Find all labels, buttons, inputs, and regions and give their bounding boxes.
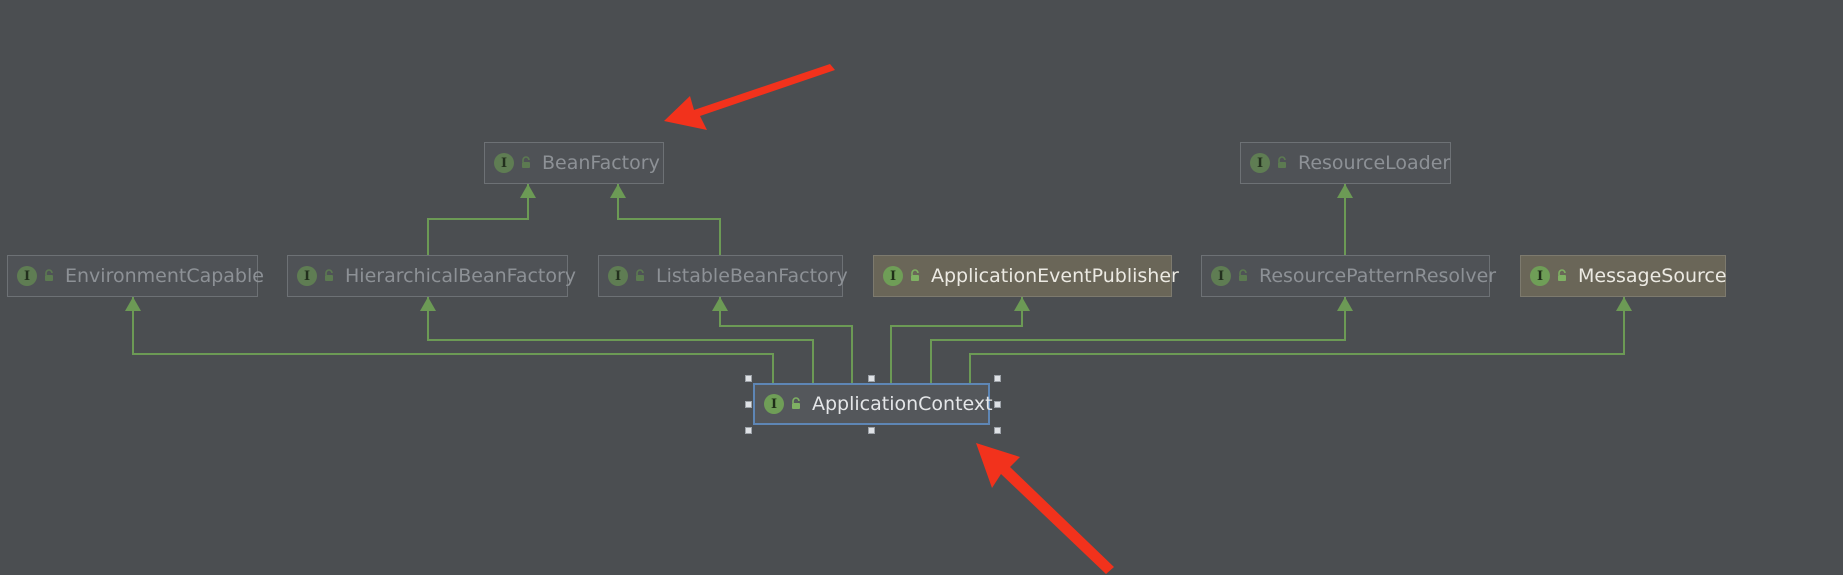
node-label: BeanFactory xyxy=(542,152,660,174)
node-messagesource[interactable]: I MessageSource xyxy=(1520,255,1727,297)
annotation-arrow-applicationcontext xyxy=(976,443,1114,574)
resize-handle-bottom[interactable] xyxy=(868,427,875,434)
node-environmentcapable[interactable]: I EnvironmentCapable xyxy=(7,255,264,297)
edge-applicationcontext-to-applicationeventpublisher xyxy=(890,297,1023,383)
lock-icon xyxy=(789,397,803,411)
lock-icon xyxy=(519,156,533,170)
node-label: HierarchicalBeanFactory xyxy=(345,265,577,287)
resize-handle-bottom-right[interactable] xyxy=(994,427,1001,434)
node-hierarchicalbeanfactory[interactable]: I HierarchicalBeanFactory xyxy=(287,255,576,297)
interface-icon: I xyxy=(17,266,37,286)
annotation-arrow-beanfactory xyxy=(664,64,835,130)
edge-listablebeanfactory-to-beanfactory xyxy=(617,184,721,255)
resize-handle-top[interactable] xyxy=(868,375,875,382)
edge-arrowhead xyxy=(712,297,728,311)
interface-icon: I xyxy=(883,266,903,286)
edge-arrowhead xyxy=(1337,297,1353,311)
node-label: ApplicationContext xyxy=(812,393,993,415)
edge-arrowhead xyxy=(1014,297,1030,311)
edge-arrowhead xyxy=(125,297,141,311)
interface-icon: I xyxy=(764,394,784,414)
node-label: ResourcePatternResolver xyxy=(1259,265,1497,287)
edge-applicationcontext-to-hierarchicalbeanfactory xyxy=(427,297,814,383)
lock-icon xyxy=(42,269,56,283)
node-listablebeanfactory[interactable]: I ListableBeanFactory xyxy=(598,255,848,297)
node-label: ResourceLoader xyxy=(1298,152,1451,174)
node-applicationcontext[interactable]: I ApplicationContext xyxy=(753,383,993,425)
edge-hierarchicalbeanfactory-to-beanfactory xyxy=(427,184,529,255)
lock-icon xyxy=(908,269,922,283)
edge-arrowhead xyxy=(610,184,626,198)
edge-applicationcontext-to-environmentcapable xyxy=(132,297,774,383)
node-resourceloader[interactable]: I ResourceLoader xyxy=(1240,142,1451,184)
resize-handle-bottom-left[interactable] xyxy=(745,427,752,434)
lock-icon xyxy=(633,269,647,283)
node-beanfactory[interactable]: I BeanFactory xyxy=(484,142,664,184)
edge-applicationcontext-to-resourcepatternresolver xyxy=(930,297,1346,383)
interface-icon: I xyxy=(608,266,628,286)
edge-arrowhead xyxy=(520,184,536,198)
resize-handle-right[interactable] xyxy=(994,401,1001,408)
lock-icon xyxy=(1236,269,1250,283)
lock-icon xyxy=(322,269,336,283)
edge-applicationcontext-to-listablebeanfactory xyxy=(719,297,853,383)
lock-icon xyxy=(1275,156,1289,170)
node-label: ListableBeanFactory xyxy=(656,265,848,287)
lock-icon xyxy=(1555,269,1569,283)
interface-icon: I xyxy=(297,266,317,286)
edge-arrowhead xyxy=(1337,184,1353,198)
node-applicationeventpublisher[interactable]: I ApplicationEventPublisher xyxy=(873,255,1179,297)
interface-icon: I xyxy=(1211,266,1231,286)
edge-arrowhead xyxy=(1616,297,1632,311)
node-resourcepatternresolver[interactable]: I ResourcePatternResolver xyxy=(1201,255,1496,297)
interface-icon: I xyxy=(494,153,514,173)
node-label: EnvironmentCapable xyxy=(65,265,264,287)
edge-applicationcontext-to-messagesource xyxy=(969,297,1625,383)
interface-icon: I xyxy=(1530,266,1550,286)
resize-handle-top-left[interactable] xyxy=(745,375,752,382)
edge-arrowhead xyxy=(420,297,436,311)
node-label: MessageSource xyxy=(1578,265,1727,287)
node-label: ApplicationEventPublisher xyxy=(931,265,1179,287)
interface-icon: I xyxy=(1250,153,1270,173)
resize-handle-top-right[interactable] xyxy=(994,375,1001,382)
resize-handle-left[interactable] xyxy=(745,401,752,408)
